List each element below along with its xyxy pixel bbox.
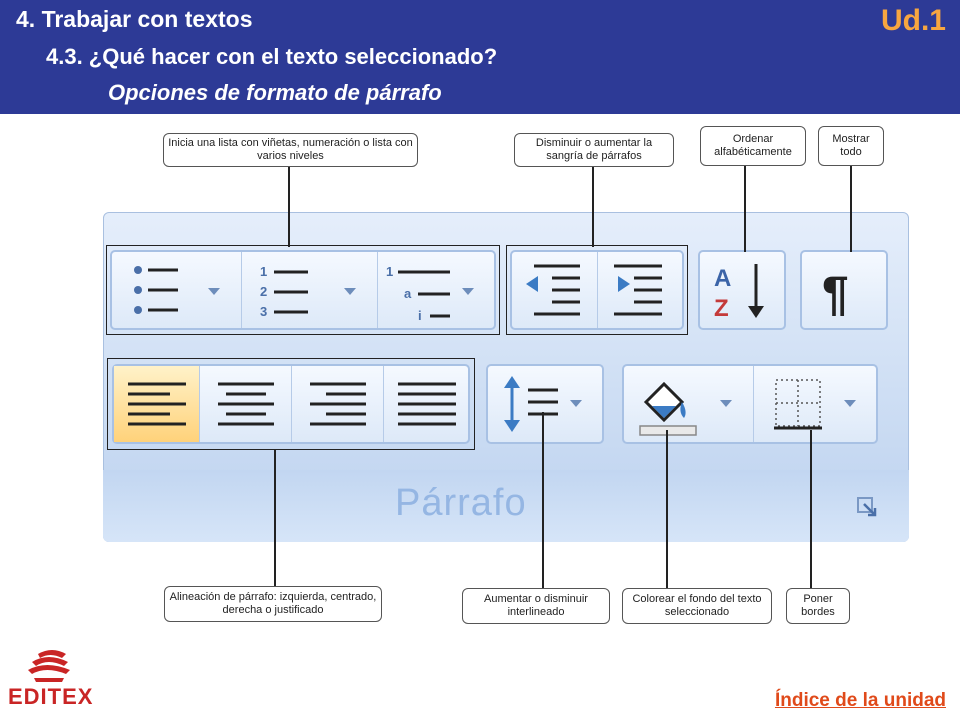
indent-buttons-group [510, 250, 684, 330]
connector-align [274, 450, 276, 587]
increase-indent-button[interactable] [598, 252, 684, 328]
callout-indent: Disminuir o aumentar la sangría de párra… [514, 133, 674, 167]
align-right-button[interactable] [292, 366, 384, 442]
ribbon-footer [103, 470, 909, 542]
ribbon-group-title: Párrafo [395, 482, 527, 524]
chevron-down-icon [208, 288, 220, 295]
bullets-button[interactable] [112, 252, 242, 328]
callout-lists: Inicia una lista con viñetas, numeración… [163, 133, 418, 167]
connector-spacing [542, 412, 544, 588]
multilevel-list-icon: 1ai [386, 264, 474, 323]
show-all-button[interactable]: ¶ [800, 250, 888, 330]
justify-button[interactable] [384, 366, 470, 442]
svg-text:1: 1 [260, 264, 267, 279]
decrease-indent-icon [526, 264, 580, 316]
connector-sort [744, 166, 746, 252]
svg-text:i: i [418, 308, 422, 323]
sort-az-icon: A Z [714, 264, 764, 322]
connector-borders [810, 430, 812, 588]
svg-text:2: 2 [260, 284, 267, 299]
callout-show-all: Mostrar todo [818, 126, 884, 166]
align-left-button[interactable] [114, 366, 200, 442]
chevron-down-icon [720, 400, 732, 407]
align-center-button[interactable] [200, 366, 292, 442]
chevron-down-icon [844, 400, 856, 407]
svg-text:¶: ¶ [822, 268, 849, 321]
list-highlight-frame [106, 245, 500, 335]
alignment-buttons-group [112, 364, 470, 444]
paint-bucket-icon [639, 381, 732, 436]
svg-text:3: 3 [260, 304, 267, 319]
align-center-icon [218, 382, 274, 426]
section-title: 4. Trabajar con textos [16, 6, 253, 32]
align-right-icon [310, 382, 366, 426]
svg-text:a: a [404, 286, 412, 301]
svg-text:1: 1 [386, 264, 393, 279]
unit-label: Ud.1 [880, 4, 946, 37]
numbering-button[interactable]: 1 2 3 [242, 252, 378, 328]
numbering-icon: 1 2 3 [260, 264, 356, 319]
svg-text:A: A [714, 265, 731, 292]
connector-shading [666, 430, 668, 588]
connector-lists [288, 167, 290, 247]
callout-borders: Poner bordes [786, 588, 850, 624]
topic-title: Opciones de formato de párrafo [108, 80, 442, 105]
pilcrow-icon: ¶ [822, 268, 849, 321]
unit-index-link[interactable]: Índice de la unidad [774, 690, 946, 711]
editex-logo-icon [28, 650, 70, 682]
dialog-launcher-icon[interactable] [856, 496, 878, 518]
bullets-icon [134, 266, 220, 314]
line-spacing-icon [504, 376, 582, 432]
connector-indent [592, 167, 594, 247]
chevron-down-icon [344, 288, 356, 295]
decrease-indent-button[interactable] [512, 252, 598, 328]
chevron-down-icon [462, 288, 474, 295]
indent-highlight-frame [506, 245, 688, 335]
sort-button[interactable]: A Z [698, 250, 786, 330]
header-bar: 4. Trabajar con textos 4.3. ¿Qué hacer c… [0, 0, 960, 114]
borders-icon [774, 379, 856, 430]
subsection-title: 4.3. ¿Qué hacer con el texto seleccionad… [46, 44, 498, 69]
chevron-down-icon [570, 400, 582, 407]
callout-shading: Colorear el fondo del texto seleccionado [622, 588, 772, 624]
callout-spacing: Aumentar o disminuir interlineado [462, 588, 610, 624]
connector-show-all [850, 166, 852, 252]
callout-align: Alineación de párrafo: izquierda, centra… [164, 586, 382, 622]
borders-button[interactable] [754, 366, 878, 442]
svg-text:Z: Z [714, 295, 729, 322]
align-left-icon [128, 382, 186, 426]
callout-sort: Ordenar alfabéticamente [700, 126, 806, 166]
shading-button[interactable] [624, 366, 754, 442]
justify-icon [398, 382, 456, 426]
line-spacing-button[interactable] [486, 364, 604, 444]
increase-indent-icon [614, 264, 662, 316]
shading-borders-group [622, 364, 878, 444]
editex-logo-text: EDITEX [8, 684, 94, 709]
alignment-highlight-frame [107, 358, 475, 450]
